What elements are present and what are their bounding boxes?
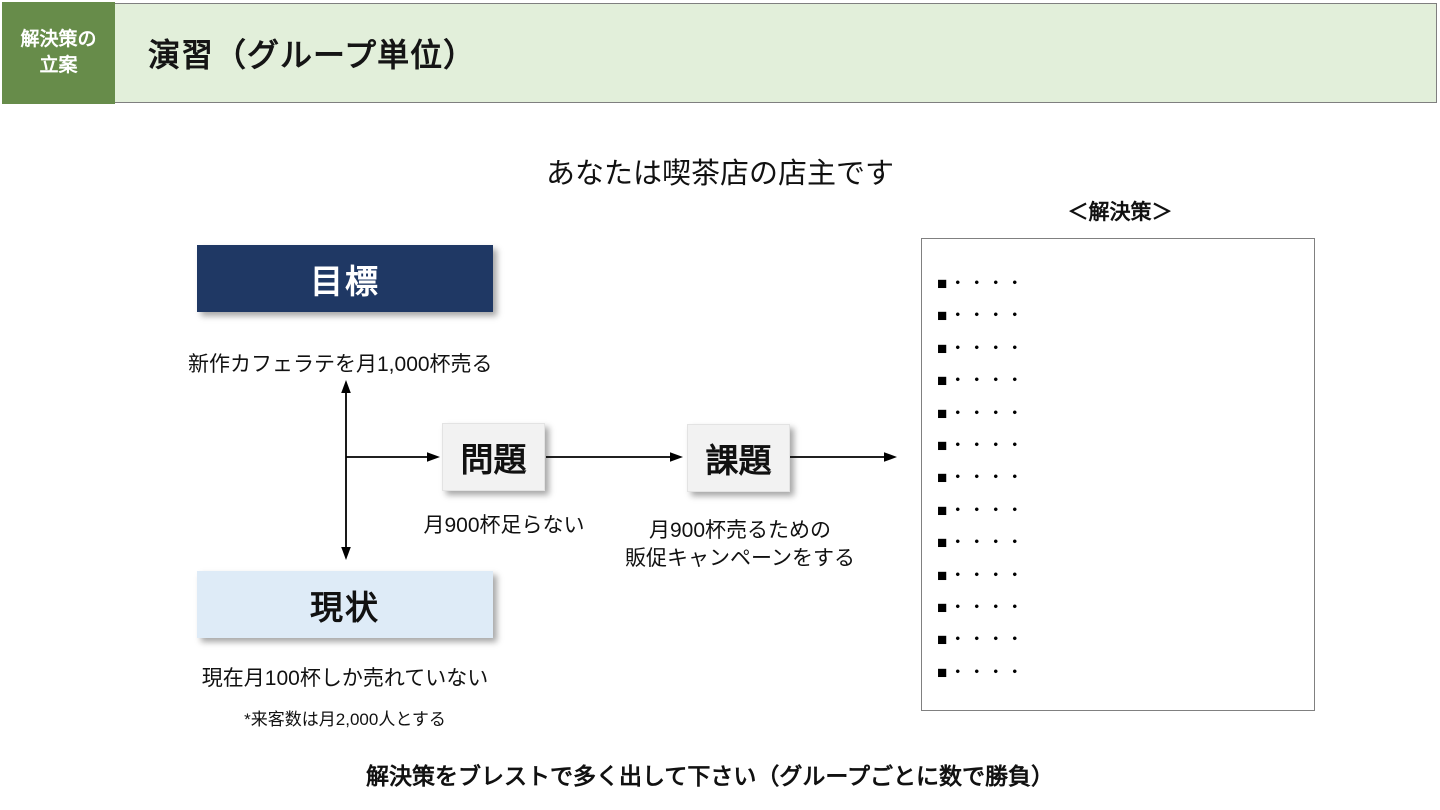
solution-bullet-line: ■・・・・ bbox=[937, 468, 1026, 488]
arrow-issue-to-solutions bbox=[790, 452, 897, 462]
issue-box: 課題 bbox=[687, 424, 790, 492]
issue-description-line2: 販促キャンペーンをする bbox=[625, 547, 855, 570]
issue-label: 課題 bbox=[705, 442, 772, 479]
solution-bullet-line: ■・・・・ bbox=[937, 533, 1026, 553]
footer-instruction: 解決策をブレストで多く出して下さい（グループごとに数で勝負） bbox=[366, 763, 1054, 789]
solution-bullet-line: ■・・・・ bbox=[937, 306, 1026, 326]
problem-box: 問題 bbox=[442, 423, 545, 491]
solution-bullet-line: ■・・・・ bbox=[937, 500, 1026, 520]
problem-description: 月900杯足らない bbox=[423, 514, 585, 537]
current-description: 現在月100杯しか売れていない bbox=[201, 667, 489, 690]
solution-bullet-line: ■・・・・ bbox=[937, 371, 1026, 391]
solution-bullet-line: ■・・・・ bbox=[937, 436, 1026, 456]
problem-label: 問題 bbox=[460, 441, 527, 478]
main-title: あなたは喫茶店の店主です bbox=[545, 158, 894, 190]
issue-description-line1: 月900杯売るための bbox=[648, 519, 832, 542]
goal-box: 目標 bbox=[197, 245, 493, 312]
header-bar bbox=[3, 3, 1437, 103]
solution-bullet-line: ■・・・・ bbox=[937, 338, 1026, 358]
arrow-to-problem bbox=[346, 452, 440, 462]
header-tab: 解決策の 立案 bbox=[2, 2, 115, 104]
solutions-box: ■・・・・ ■・・・・ ■・・・・ ■・・・・ ■・・・・ ■・・・・ ■・・・・ ■・・・・… bbox=[921, 238, 1315, 711]
header-tab-line1: 解決策の bbox=[20, 29, 97, 50]
solutions-heading: ＜解決策＞ bbox=[1067, 201, 1173, 224]
solution-bullet-line: ■・・・・ bbox=[937, 598, 1026, 618]
solution-bullet-line: ■・・・・ bbox=[937, 662, 1026, 682]
vertical-double-arrow bbox=[341, 380, 351, 560]
header-title: 演習（グループ単位） bbox=[148, 37, 477, 73]
arrow-problem-to-issue bbox=[546, 452, 683, 462]
issue-description: 月900杯売るための 販促キャンペーンをする bbox=[625, 517, 855, 573]
header-tab-line2: 立案 bbox=[39, 55, 78, 76]
current-note: *来客数は月2,000人とする bbox=[244, 710, 446, 729]
current-label: 現状 bbox=[310, 588, 380, 626]
solution-bullet-line: ■・・・・ bbox=[937, 403, 1026, 423]
solution-bullet-line: ■・・・・ bbox=[937, 630, 1026, 650]
solution-bullet-line: ■・・・・ bbox=[937, 565, 1026, 585]
current-box: 現状 bbox=[197, 571, 493, 638]
goal-label: 目標 bbox=[310, 262, 380, 300]
goal-description: 新作カフェラテを月1,000杯売る bbox=[188, 353, 493, 376]
solutions-list: ■・・・・ ■・・・・ ■・・・・ ■・・・・ ■・・・・ ■・・・・ ■・・・・ ■・・・・… bbox=[937, 268, 1025, 689]
solution-bullet-line: ■・・・・ bbox=[937, 274, 1026, 293]
